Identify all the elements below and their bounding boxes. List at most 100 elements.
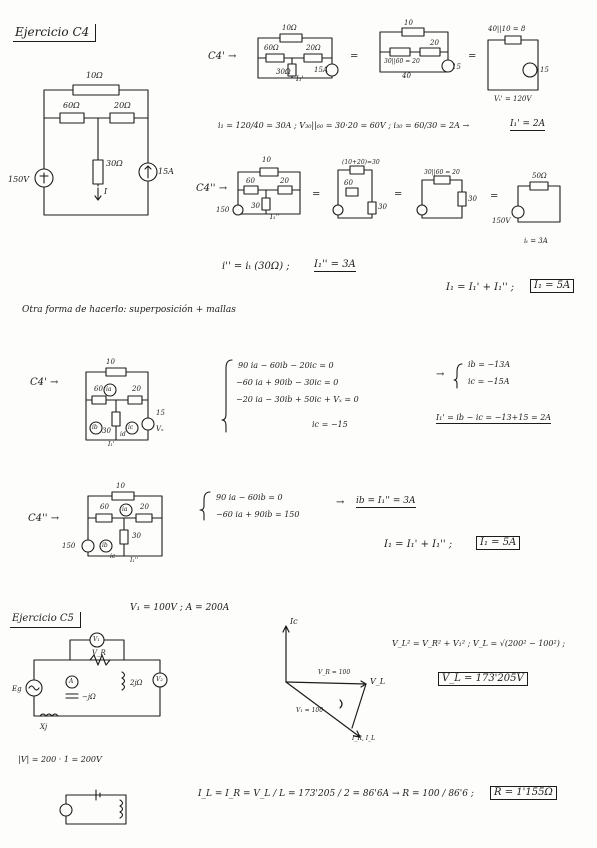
m2-sum: I₁ = I₁' + I₁'' ; [384, 539, 453, 550]
phasor-diagram [282, 625, 367, 738]
c5-circuit [25, 632, 168, 717]
m1-sys-0: 90 ia − 60ib − 20ic = 0 [238, 361, 334, 370]
m1-ib: ib [92, 424, 98, 431]
m1-cur: I₁' [108, 441, 115, 448]
main-current: I [104, 187, 108, 196]
c4p-d2-r10: 10 [404, 19, 413, 27]
c4pp-d2-r60: 60 [344, 179, 353, 187]
c5-cap: −jΩ [82, 693, 96, 701]
c5-res1: V_L = 173'205V [438, 672, 528, 686]
c5-ammeter: A [69, 678, 74, 685]
phasor-il: I_R, I_L [352, 735, 376, 742]
c4-method: Otra forma de hacerlo: superposición + m… [22, 305, 236, 315]
c4p-d1-r20: 20Ω [306, 44, 321, 52]
c4p-d2-src: 15 [452, 63, 461, 71]
c5-res2: R = 1'155Ω [490, 786, 557, 800]
m1-vx: Vₓ [156, 425, 164, 433]
c4pp-equation: i'' = iₜ (30Ω) ; [222, 261, 290, 272]
c4-sum-box: I₁ = 5A [530, 279, 575, 293]
c4p-equation: i₁ = 120/40 = 30A ; V₃₀||₆₀ = 30·20 = 60… [218, 121, 470, 130]
brace-sol1 [453, 363, 463, 389]
c5-src: Eg [12, 685, 22, 693]
m1-label: C4' → [30, 377, 59, 388]
c4p-d3-top: 40||10 = 8 [488, 25, 526, 33]
m2-cur: I₁'' [130, 557, 139, 564]
main-r-mid: 30Ω [106, 159, 123, 168]
c4pp-d3-r30: 30 [468, 195, 477, 203]
m2-arrow: → [336, 497, 345, 508]
c4pp-d4-cur: iₜ = 3A [524, 237, 548, 245]
c4-title: Ejercicio C4 [13, 24, 97, 42]
phasor-v1: V₁ = 100 [296, 707, 324, 714]
m2-solution: ib = I₁'' = 3A [356, 496, 416, 508]
c4pp-d2-r30: 30 [378, 203, 387, 211]
c4p-d2 [379, 27, 455, 73]
c4p-d1-r60: 60Ω [264, 44, 279, 52]
c5-ind: 2jΩ [130, 679, 143, 687]
c4-main-circuit [34, 84, 158, 216]
c5-xj: Xj [40, 723, 48, 731]
m1-r60: 60 [94, 385, 103, 393]
mesh2-circuit [81, 491, 163, 557]
brace-sys2 [199, 491, 211, 521]
m1-sol-0: ib = −13A [468, 360, 511, 369]
main-r-left: 60Ω [63, 101, 80, 110]
c4p-d1-r30: 30Ω [276, 68, 291, 76]
c4p-d1-cur: I₁' [296, 75, 304, 83]
m2-r60: 60 [100, 503, 109, 511]
m1-r10: 10 [106, 358, 115, 366]
m2-sum-box: I₁ = 5A [476, 536, 521, 550]
c4pp-d4-src: 150V [492, 217, 511, 225]
c4p-d1 [257, 33, 339, 79]
m1-result: I₁' = ib − ic = −13+15 = 2A [436, 413, 552, 424]
mesh1-circuit [85, 367, 155, 441]
c4pp-d2 [332, 165, 377, 219]
c4p-d2-r20: 20 [430, 39, 439, 47]
phasor-vl: V_L [370, 677, 386, 686]
c4p-d3-v: Vₜ' = 120V [494, 95, 532, 103]
eq-sign: = [350, 51, 359, 62]
m1-r30: 30 [102, 427, 111, 435]
m2-ia: ia [122, 506, 128, 513]
eq-sign-5: = [490, 191, 499, 202]
main-v-src: 150V [8, 175, 30, 184]
c5-vm2: V₂ [156, 676, 163, 683]
m2-src: 150 [62, 542, 76, 550]
c4p-result: I₁' = 2A [510, 119, 546, 131]
c4pp-d1-r60: 60 [246, 177, 255, 185]
m1-ia: ia [106, 386, 112, 393]
c4pp-result: I₁'' = 3A [314, 259, 356, 272]
c5-eq2: I_L = I_R = V_L / L = 173'205 / 2 = 86'6… [198, 789, 474, 799]
m1-arrow: → [436, 369, 445, 380]
m1-src: 15 [156, 409, 165, 417]
main-r-top: 10Ω [86, 71, 103, 80]
c4pp-d1-r10: 10 [262, 156, 271, 164]
c5-given: V₁ = 100V ; A = 200A [130, 603, 230, 613]
m1-id: id [120, 431, 126, 438]
c4p-d3-src: 15 [540, 66, 549, 74]
eq-sign-4: = [394, 189, 403, 200]
c4p-d1-r10: 10Ω [282, 24, 297, 32]
c4-sum: I₁ = I₁' + I₁'' ; [446, 282, 515, 293]
m1-sys-3: ic = −15 [312, 420, 348, 429]
c4pp-d1-src: 150 [216, 206, 230, 214]
c5-vr: V_R [92, 649, 106, 657]
c4pp-d1 [232, 167, 301, 216]
main-i-src: 15A [158, 167, 174, 176]
c4pp-d1-cur: I₁'' [270, 213, 280, 221]
c4pp-d1-r20: 20 [280, 177, 289, 185]
eq-sign-2: = [468, 51, 477, 62]
c4p-label: C4' → [208, 51, 237, 62]
c4pp-label: C4'' → [196, 183, 228, 194]
m1-r20: 20 [132, 385, 141, 393]
m2-ib: ib [102, 542, 108, 549]
c5-title: Ejercicio C5 [10, 612, 81, 628]
c4pp-d2-top: (10+20)=30 [342, 159, 380, 166]
c4pp-d3 [416, 175, 467, 219]
c5-eq1: V_L² = V_R² + V₁² ; V_L = √(200² − 100²)… [392, 639, 566, 648]
c4pp-d4 [511, 181, 561, 223]
m1-sol-1: ic = −15A [468, 377, 510, 386]
m1-sys-2: −20 ia − 30ib + 50ic + Vₓ = 0 [236, 395, 359, 404]
c5-magnitude: |V| = 200 · 1 = 200V [18, 755, 102, 764]
